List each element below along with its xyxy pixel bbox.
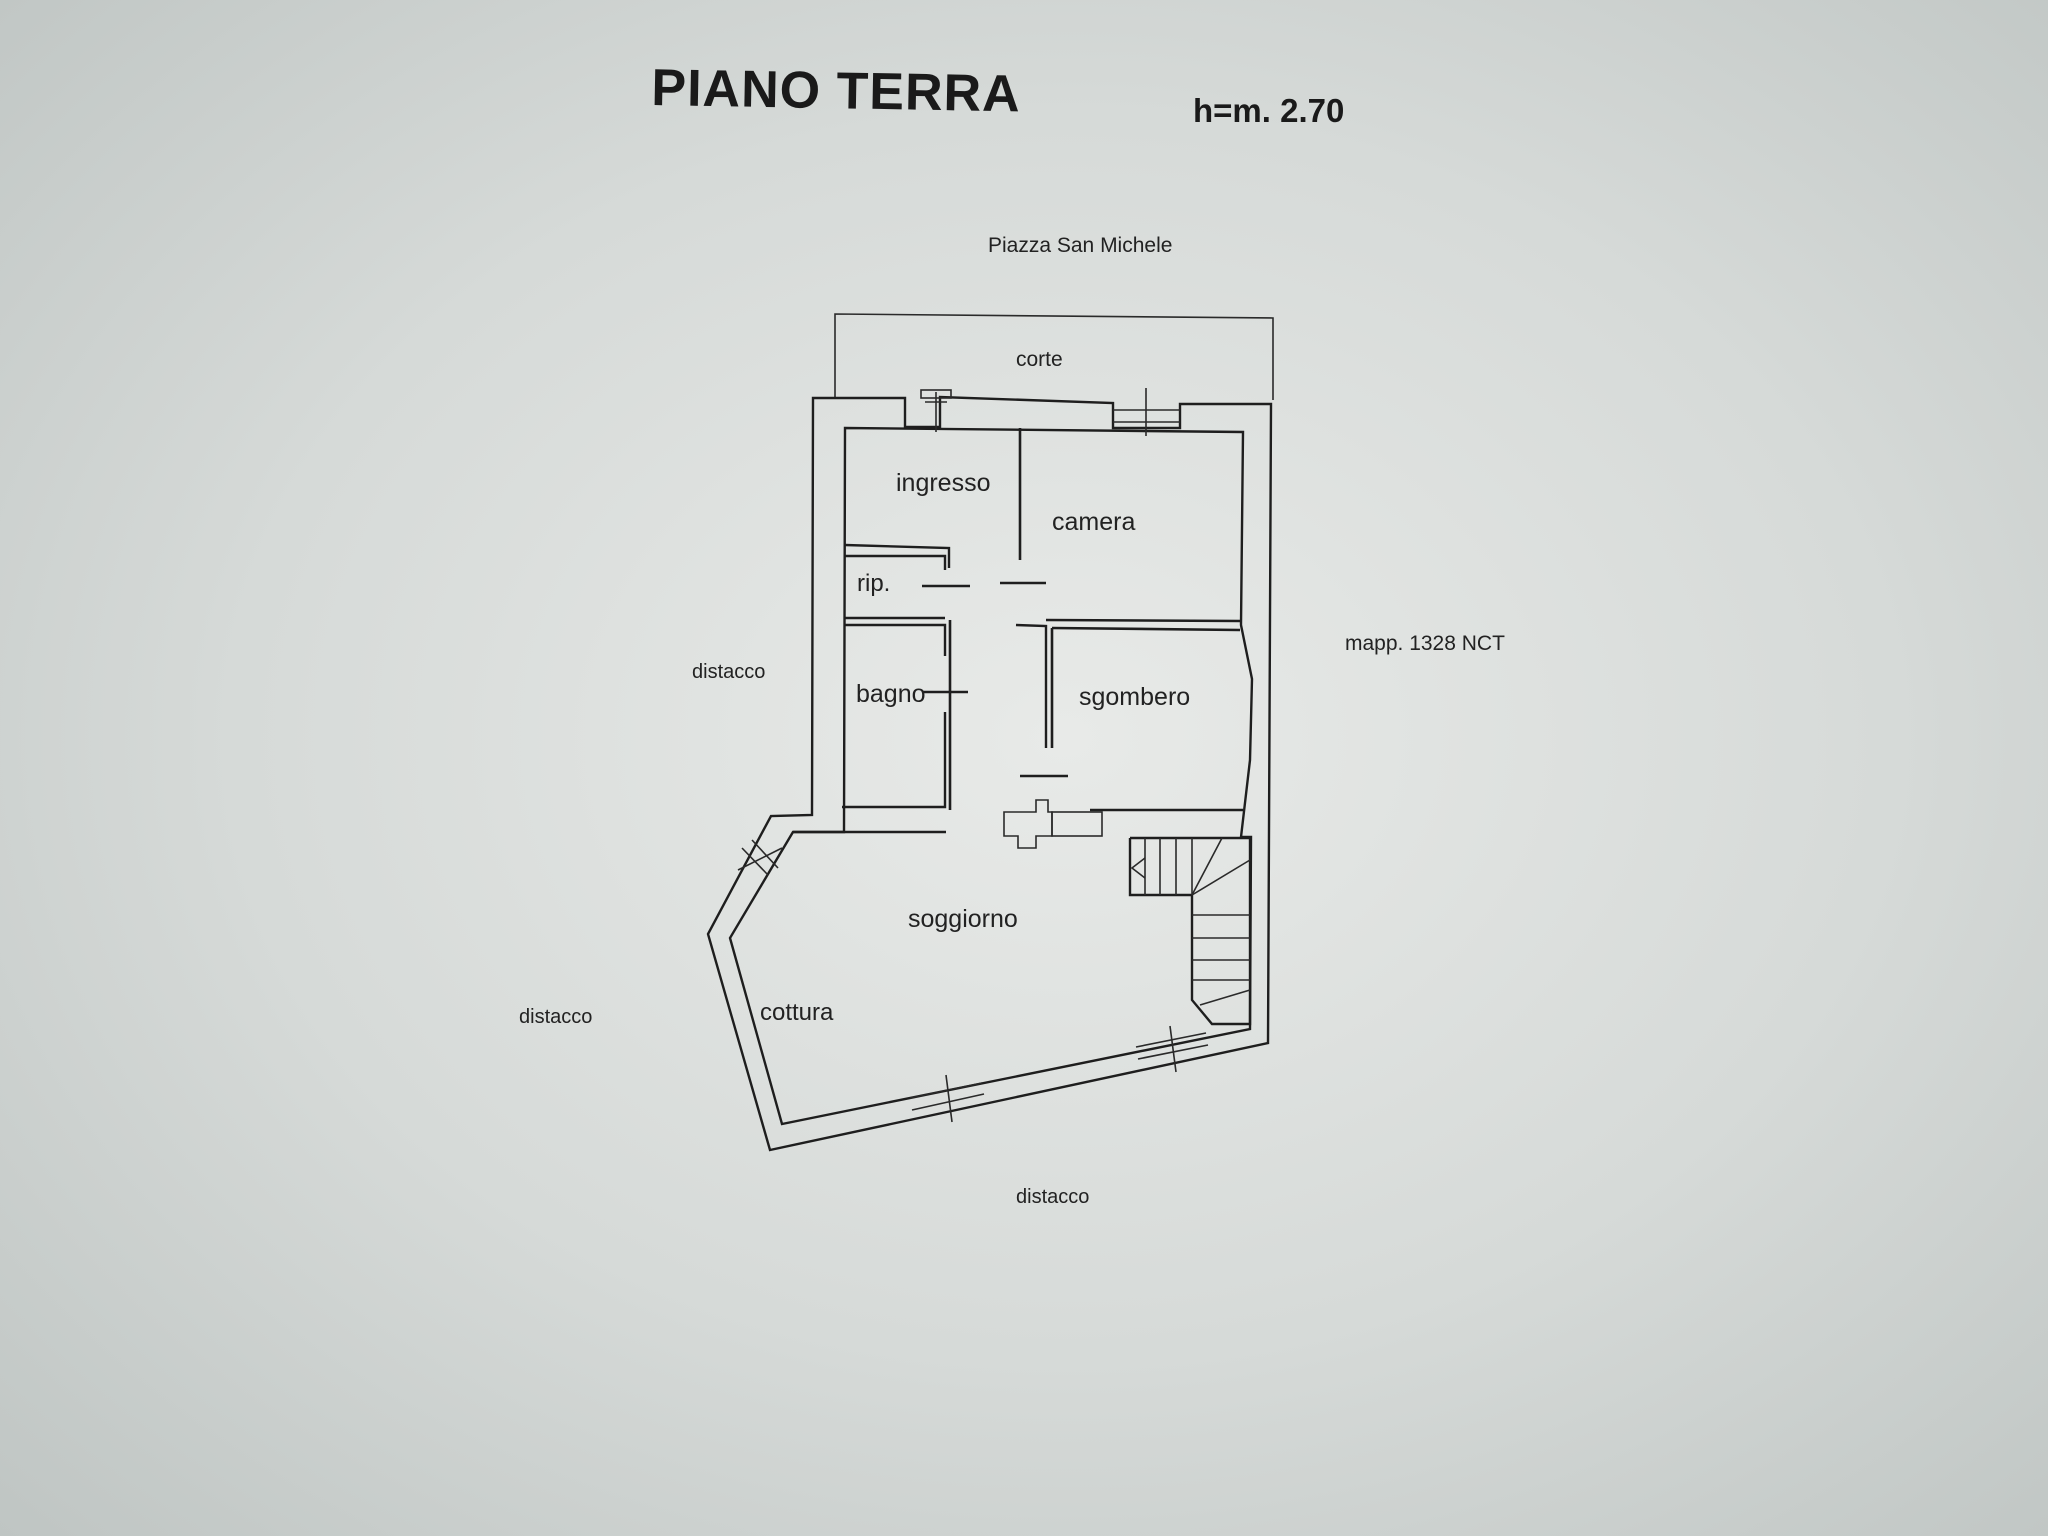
- window-camera: [1113, 388, 1180, 436]
- threshold-step: [1051, 811, 1103, 837]
- room-label-corte: corte: [1016, 348, 1063, 371]
- stair-outline: [1128, 836, 1252, 1026]
- courtyard-boundary: [834, 313, 1274, 400]
- room-label-camera: camera: [1052, 508, 1135, 536]
- wall-camera-bottom: [1045, 618, 1242, 623]
- outer-wall-outer-line: [706, 395, 1273, 1152]
- room-label-soggiorno: soggiorno: [908, 905, 1018, 933]
- wall-sgombero: [1015, 623, 1048, 748]
- room-label-rip: rip.: [857, 570, 890, 597]
- window-soggiorno-right: [1135, 1025, 1209, 1073]
- wall-sgombero-top: [1051, 626, 1241, 632]
- wall-bagno: [845, 623, 947, 656]
- room-label-sgombero: sgombero: [1079, 683, 1190, 711]
- stair-direction-arrow: [1130, 857, 1146, 879]
- stair-treads: [1144, 837, 1251, 1006]
- room-label-bagno: bagno: [856, 680, 926, 708]
- street-label: Piazza San Michele: [988, 234, 1172, 257]
- bottom-distacco-label: distacco: [1016, 1186, 1089, 1208]
- window-soggiorno-left: [737, 839, 783, 876]
- wall-ingresso-bottom: [844, 543, 951, 568]
- room-label-ingresso: ingresso: [896, 469, 991, 497]
- ceiling-height-label: h=m. 2.70: [1193, 92, 1345, 129]
- left-distacco-upper-label: distacco: [692, 661, 765, 683]
- right-parcel-label: mapp. 1328 NCT: [1345, 632, 1505, 655]
- wall-bagno-lower: [842, 712, 947, 809]
- room-label-cottura: cottura: [760, 999, 834, 1026]
- left-distacco-lower-label: distacco: [519, 1006, 592, 1028]
- entrance-door-marker: [920, 389, 952, 432]
- wall-rip: [845, 554, 947, 570]
- chimney-block: [1003, 799, 1053, 849]
- window-soggiorno-bottom: [909, 1074, 985, 1123]
